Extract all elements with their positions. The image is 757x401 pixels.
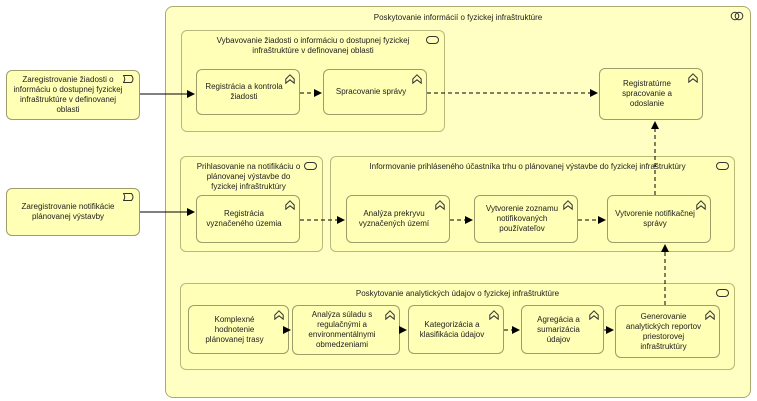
event-notification-label: Zaregistrovanie notifikácie plánovanej v… (21, 202, 115, 221)
event-request-label: Zaregistrovanie žiadosti o informáciu o … (13, 75, 123, 114)
process-route-assessment[interactable]: Komplexné hodnotenie plánovanej trasy (188, 305, 289, 354)
process-registration-check[interactable]: Registrácia a kontrola žiadosti (196, 69, 300, 115)
event-icon (123, 75, 134, 83)
process-overlap-analysis[interactable]: Analýza prekryvu vyznačených území (346, 195, 450, 243)
group-notif-login-title: Prihlasovanie na notifikáciu o plánovane… (196, 162, 301, 191)
process-icon (285, 74, 295, 84)
process-icon (563, 200, 573, 210)
service-icon (426, 36, 439, 44)
process-icon (385, 310, 395, 320)
process-icon (285, 200, 295, 210)
process-label: Komplexné hodnotenie plánovanej trasy (205, 314, 264, 344)
group-inform-title: Informovanie prihláseného účastníka trhu… (369, 162, 686, 171)
process-aggregation[interactable]: Agregácia a sumarizácia údajov (521, 305, 604, 354)
process-subscriber-list[interactable]: Vytvorenie zoznamu notifikovaných použív… (474, 195, 578, 243)
event-notification-registered[interactable]: Zaregistrovanie notifikácie plánovanej v… (6, 188, 140, 236)
process-label: Spracovanie správy (335, 87, 407, 96)
process-icon (435, 200, 445, 210)
outer-title: Poskytovanie informácií o fyzickej infra… (373, 13, 543, 22)
event-icon (123, 193, 134, 201)
process-notification-message[interactable]: Vytvorenie notifikačnej správy (607, 195, 711, 243)
event-request-registered[interactable]: Zaregistrovanie žiadosti o informáciu o … (6, 70, 140, 120)
service-icon (716, 289, 729, 297)
process-categorization[interactable]: Kategorizácia a klasifikácia údajov (408, 305, 504, 354)
process-label: Registrácia a kontrola žiadosti (205, 82, 283, 101)
process-icon (274, 310, 284, 320)
process-label: Generovanie analytických reportov priest… (625, 311, 702, 351)
service-icon (304, 162, 317, 170)
process-label: Analýza prekryvu vyznačených území (358, 209, 430, 228)
process-report-generation[interactable]: Generovanie analytických reportov priest… (615, 305, 720, 358)
process-label: Registrácia vyznačeného územia (206, 209, 282, 228)
process-label: Kategorizácia a klasifikácia údajov (419, 319, 485, 339)
process-label: Registratúrne spracovanie a odoslanie (622, 79, 672, 108)
process-label: Vytvorenie notifikačnej správy (615, 209, 695, 228)
process-icon (696, 200, 706, 210)
process-label: Agregácia a sumarizácia údajov (537, 314, 580, 344)
group-request-title: Vybavovanie žiadosti o informáciu o dost… (216, 36, 410, 55)
process-register-processing-sending[interactable]: Registratúrne spracovanie a odoslanie (599, 68, 703, 120)
process-icon (589, 310, 599, 320)
process-label: Vytvorenie zoznamu notifikovaných použív… (485, 204, 559, 233)
process-icon (412, 74, 422, 84)
group-analytics-title: Poskytovanie analytických údajov o fyzic… (355, 289, 560, 298)
process-compliance-analysis[interactable]: Analýza súladu s regulačnými a environme… (292, 305, 400, 355)
process-label: Analýza súladu s regulačnými a environme… (308, 310, 376, 349)
service-icon (716, 162, 729, 170)
process-area-registration[interactable]: Registrácia vyznačeného územia (196, 195, 300, 243)
process-icon (688, 73, 698, 83)
collaboration-icon (730, 11, 744, 21)
process-icon (489, 310, 499, 320)
process-message-processing[interactable]: Spracovanie správy (323, 69, 427, 115)
process-icon (705, 310, 715, 320)
